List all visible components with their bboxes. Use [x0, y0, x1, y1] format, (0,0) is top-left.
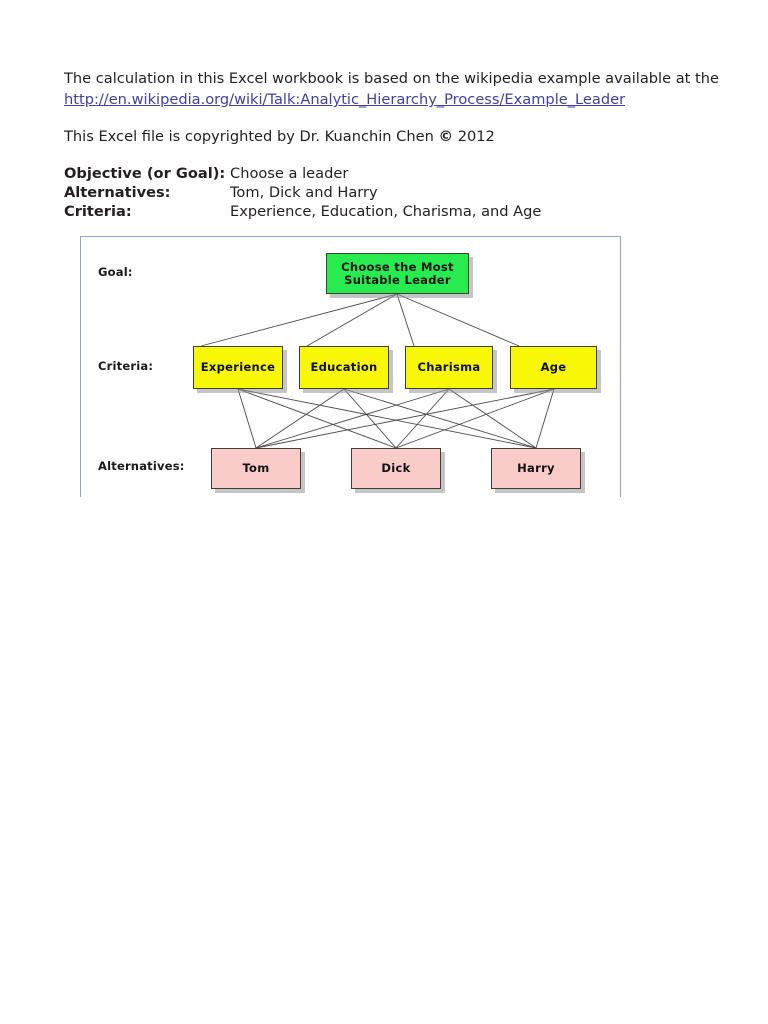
- definition-value: Choose a leader: [230, 165, 349, 182]
- definition-value: Experience, Education, Charisma, and Age: [230, 203, 542, 220]
- link-experience-dick: [237, 388, 397, 449]
- definition-value: Tom, Dick and Harry: [230, 184, 378, 201]
- criterion-label: Experience: [200, 360, 276, 374]
- copyright-symbol-icon: ©: [438, 128, 454, 145]
- link-charisma-harry: [448, 388, 537, 449]
- link-goal-experience: [200, 293, 398, 347]
- definition-label: Criteria:: [64, 203, 132, 220]
- diagram-row-label-alternatives: Alternatives:: [98, 459, 185, 473]
- link-goal-charisma: [396, 293, 415, 347]
- diagram-node-goal[interactable]: Choose the Most Suitable Leader: [326, 253, 469, 294]
- link-goal-age: [396, 293, 520, 347]
- alternative-label: Dick: [381, 461, 411, 475]
- intro-text-line: The calculation in this Excel workbook i…: [64, 70, 719, 87]
- link-education-dick: [343, 388, 397, 449]
- link-charisma-tom: [255, 388, 450, 449]
- definition-label: Alternatives:: [64, 184, 171, 201]
- link-experience-tom: [237, 388, 257, 449]
- criterion-label: Charisma: [417, 360, 481, 374]
- diagram-node-criterion-experience[interactable]: Experience: [193, 346, 283, 389]
- diagram-node-criterion-education[interactable]: Education: [299, 346, 389, 389]
- alternative-label: Harry: [517, 461, 555, 475]
- intro-paragraph: The calculation in this Excel workbook i…: [64, 68, 719, 110]
- goal-node-line-2: Suitable Leader: [344, 272, 451, 287]
- diagram-node-alternative-harry[interactable]: Harry: [491, 448, 581, 489]
- criterion-label: Age: [540, 360, 567, 374]
- definition-row-criteria: Criteria: Experience, Education, Charism…: [64, 202, 684, 221]
- link-experience-harry: [237, 388, 537, 449]
- definition-row-alternatives: Alternatives: Tom, Dick and Harry: [64, 183, 684, 202]
- definition-label: Objective (or Goal):: [64, 165, 226, 182]
- link-charisma-dick: [395, 388, 450, 449]
- goal-node-text: Choose the Most Suitable Leader: [341, 259, 454, 287]
- diagram-canvas: Goal: Criteria: Alternatives: Choose the…: [81, 237, 620, 497]
- link-age-harry: [535, 388, 555, 449]
- criterion-label: Education: [310, 360, 378, 374]
- wikipedia-source-link[interactable]: http://en.wikipedia.org/wiki/Talk:Analyt…: [64, 91, 626, 108]
- diagram-node-alternative-tom[interactable]: Tom: [211, 448, 301, 489]
- diagram-node-alternative-dick[interactable]: Dick: [351, 448, 441, 489]
- alternative-label: Tom: [242, 461, 270, 475]
- definition-list: Objective (or Goal): Choose a leader Alt…: [64, 164, 684, 221]
- copyright-line: This Excel file is copyrighted by Dr. Ku…: [64, 126, 495, 147]
- link-age-tom: [255, 388, 555, 449]
- link-education-harry: [343, 388, 537, 449]
- ahp-hierarchy-diagram: Goal: Criteria: Alternatives: Choose the…: [80, 236, 621, 497]
- copyright-text: This Excel file is copyrighted by Dr. Ku…: [64, 128, 434, 145]
- diagram-row-label-criteria: Criteria:: [98, 359, 154, 373]
- link-age-dick: [395, 388, 555, 449]
- diagram-node-criterion-charisma[interactable]: Charisma: [405, 346, 493, 389]
- copyright-year: 2012: [457, 128, 495, 145]
- definition-row-objective: Objective (or Goal): Choose a leader: [64, 164, 684, 183]
- link-goal-education: [306, 293, 398, 347]
- diagram-node-criterion-age[interactable]: Age: [510, 346, 597, 389]
- goal-node-line-1: Choose the Most: [341, 259, 454, 274]
- link-education-tom: [255, 388, 345, 449]
- diagram-row-label-goal: Goal:: [98, 265, 133, 279]
